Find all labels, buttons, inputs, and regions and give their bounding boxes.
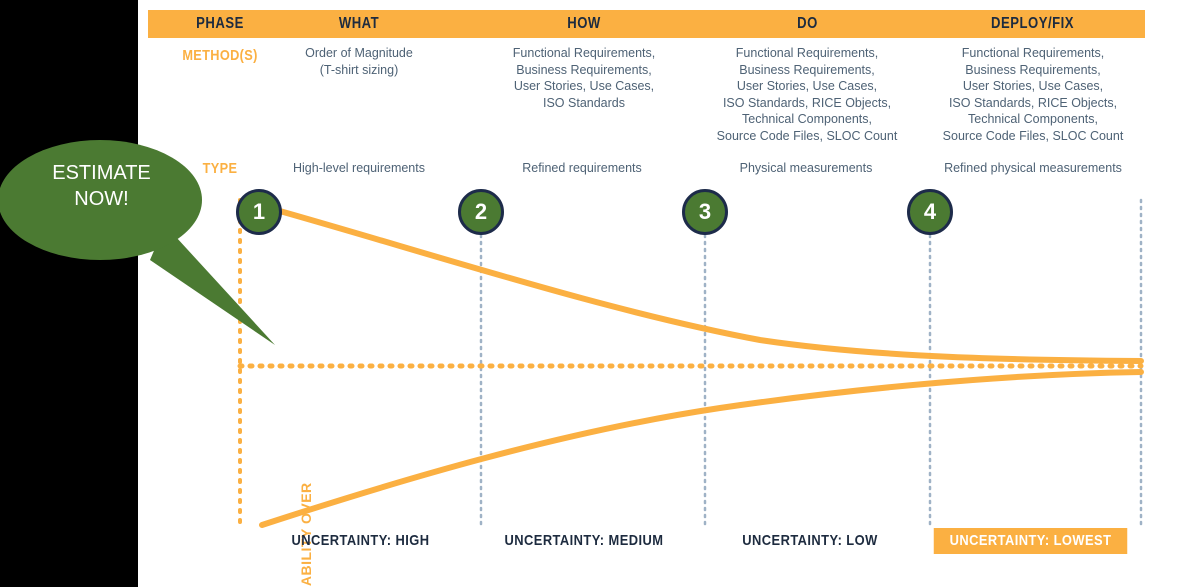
type-cell-what: High-level requirements <box>292 161 425 175</box>
phase-header-bar <box>148 10 1145 38</box>
uncertainty-label-medium: UNCERTAINTY: MEDIUM <box>504 532 664 549</box>
methods-cell-how: Functional Requirements, Business Requir… <box>512 46 656 110</box>
callout-text: ESTIMATE NOW! <box>52 162 151 210</box>
estimate-now-callout[interactable] <box>0 130 300 355</box>
uncertainty-label-low: UNCERTAINTY: LOW <box>742 532 878 549</box>
type-cell-how: Refined requirements <box>522 161 642 175</box>
phase-header-what: WHAT <box>338 15 380 32</box>
methods-cell-what: Order of Magnitude (T-shirt sizing) <box>305 46 413 77</box>
methods-cell-deploy-fix: Functional Requirements, Business Requir… <box>942 46 1124 143</box>
phase-header-phase: PHASE <box>196 15 244 32</box>
uncertainty-label-high: UNCERTAINTY: HIGH <box>291 532 430 549</box>
uncertainty-label-lowest: UNCERTAINTY: LOWEST <box>933 528 1128 554</box>
lower-bound-curve <box>259 369 1144 528</box>
row-label-methods: METHOD(S) <box>182 47 258 64</box>
phase-marker-1[interactable]: 1 <box>236 189 282 235</box>
phase-header-deploy-fix: DEPLOY/FIX <box>991 15 1074 32</box>
phase-marker-2[interactable]: 2 <box>458 189 504 235</box>
y-axis-label: ESTIMATION VS. VARIABILITY OVER TIME <box>298 463 330 587</box>
left-black-band <box>0 0 138 587</box>
methods-cell-do: Functional Requirements, Business Requir… <box>716 46 898 143</box>
phase-header-do: DO <box>797 15 818 32</box>
phase-marker-4[interactable]: 4 <box>907 189 953 235</box>
type-cell-deploy-fix: Refined physical measurements <box>944 161 1122 175</box>
callout-tail <box>150 225 275 345</box>
phase-header-how: HOW <box>567 15 601 32</box>
phase-marker-3[interactable]: 3 <box>682 189 728 235</box>
type-cell-do: Physical measurements <box>739 161 873 175</box>
row-label-type: TYPE <box>202 160 238 177</box>
callout-bubble <box>0 140 202 260</box>
